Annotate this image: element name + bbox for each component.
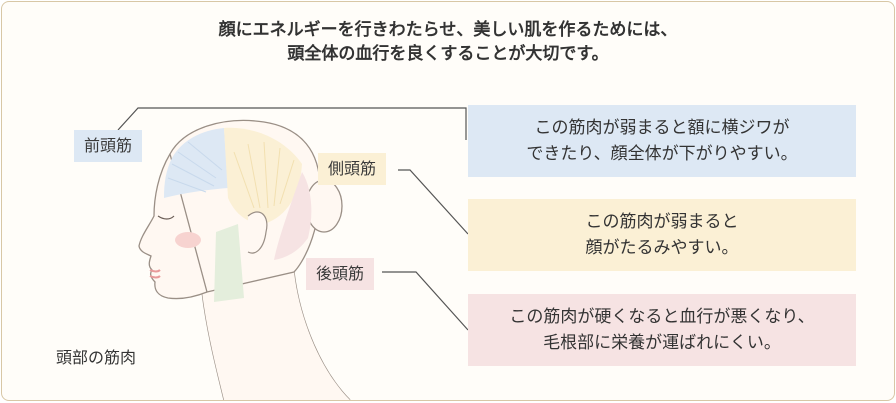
frontal-description-line-1: この筋肉が弱まると額に横ジワが xyxy=(534,118,790,138)
label-frontal-muscle: 前頭筋 xyxy=(74,130,143,162)
face-outline xyxy=(138,153,208,300)
occipital-description-line-1: この筋肉が硬くなると血行が悪くなり、 xyxy=(509,307,815,327)
temporal-description-line-1: この筋肉が弱まると xyxy=(585,212,739,232)
neck-fill xyxy=(202,272,350,400)
title-line-1: 顔にエネルギーを行きわたらせ、美しい肌を作るためには、 xyxy=(218,20,678,40)
neck-muscle xyxy=(214,224,244,302)
hair-bun xyxy=(305,179,343,233)
occipital-description-line-2: 毛根部に栄養が運ばれにくい。 xyxy=(543,333,781,353)
temporal-description-line-2: 顔がたるみやすい。 xyxy=(585,238,739,258)
eye xyxy=(157,215,175,220)
page-title: 顔にエネルギーを行きわたらせ、美しい肌を作るためには、 頭全体の血行を良くするこ… xyxy=(2,18,894,66)
title-line-2: 頭全体の血行を良くすることが大切です。 xyxy=(287,44,609,64)
leader-front xyxy=(117,107,467,140)
ear xyxy=(247,211,268,254)
frontal-description-line-2: できたり、顔全体が下がりやすい。 xyxy=(526,144,798,164)
leader-side xyxy=(398,169,469,235)
figure-caption: 頭部の筋肉 xyxy=(56,348,137,367)
temporal-muscle xyxy=(224,127,302,224)
temporal-description-box: この筋肉が弱まると 顔がたるみやすい。 xyxy=(468,199,856,271)
occipital-description-box: この筋肉が硬くなると血行が悪くなり、 毛根部に栄養が運ばれにくい。 xyxy=(468,294,856,366)
label-temporal-muscle: 側頭筋 xyxy=(318,153,387,185)
leader-back xyxy=(382,271,469,331)
frontal-muscle xyxy=(164,128,228,198)
cheek xyxy=(175,232,201,248)
lips xyxy=(149,269,161,279)
frontal-description-box: この筋肉が弱まると額に横ジワが できたり、顔全体が下がりやすい。 xyxy=(468,105,856,177)
label-occipital-muscle: 後頭筋 xyxy=(306,258,375,290)
occipital-muscle xyxy=(274,172,312,260)
